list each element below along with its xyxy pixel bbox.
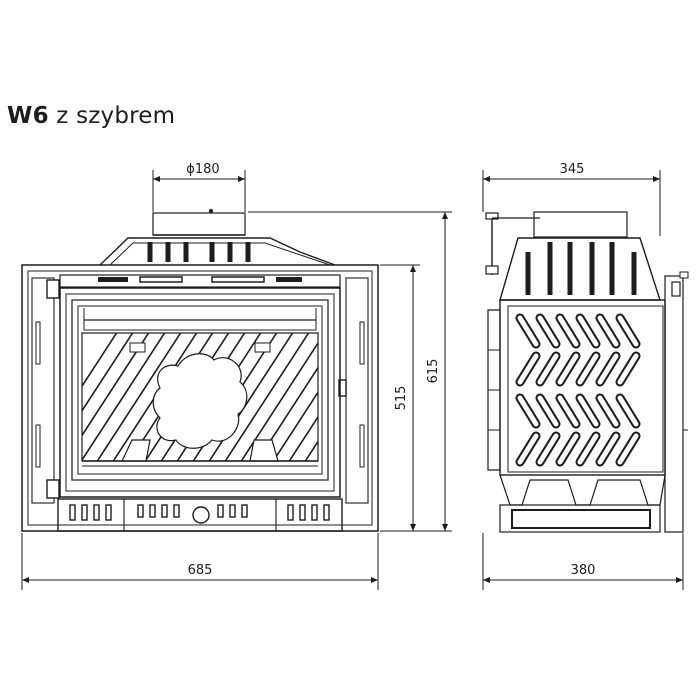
front-view	[21, 209, 379, 532]
side-view	[485, 211, 689, 533]
dim-front-width: 685	[188, 563, 213, 578]
side-damper-lever	[485, 212, 540, 275]
side-top-hood	[499, 237, 661, 301]
dimension-lines	[21, 170, 684, 590]
front-flue-collar	[152, 209, 246, 236]
side-body	[487, 271, 689, 533]
front-top-bar	[59, 274, 341, 288]
front-side-panels	[31, 277, 369, 504]
front-top-hood	[99, 237, 336, 266]
side-base	[499, 474, 666, 533]
dim-side-depth-bottom: 380	[571, 563, 596, 578]
drawing-title: W6 z szybrem	[7, 103, 175, 129]
dim-flue-diameter: ϕ180	[186, 162, 219, 177]
side-flue-collar	[533, 211, 628, 238]
dim-side-depth-top: 345	[560, 162, 585, 177]
model-name: W6	[7, 103, 49, 129]
dim-height-inner: 515	[394, 386, 409, 411]
front-firebox	[81, 308, 319, 467]
front-ash-pan	[57, 498, 343, 532]
dim-height-total: 615	[426, 359, 441, 384]
front-door	[59, 287, 341, 498]
model-subtitle: z szybrem	[56, 103, 176, 129]
